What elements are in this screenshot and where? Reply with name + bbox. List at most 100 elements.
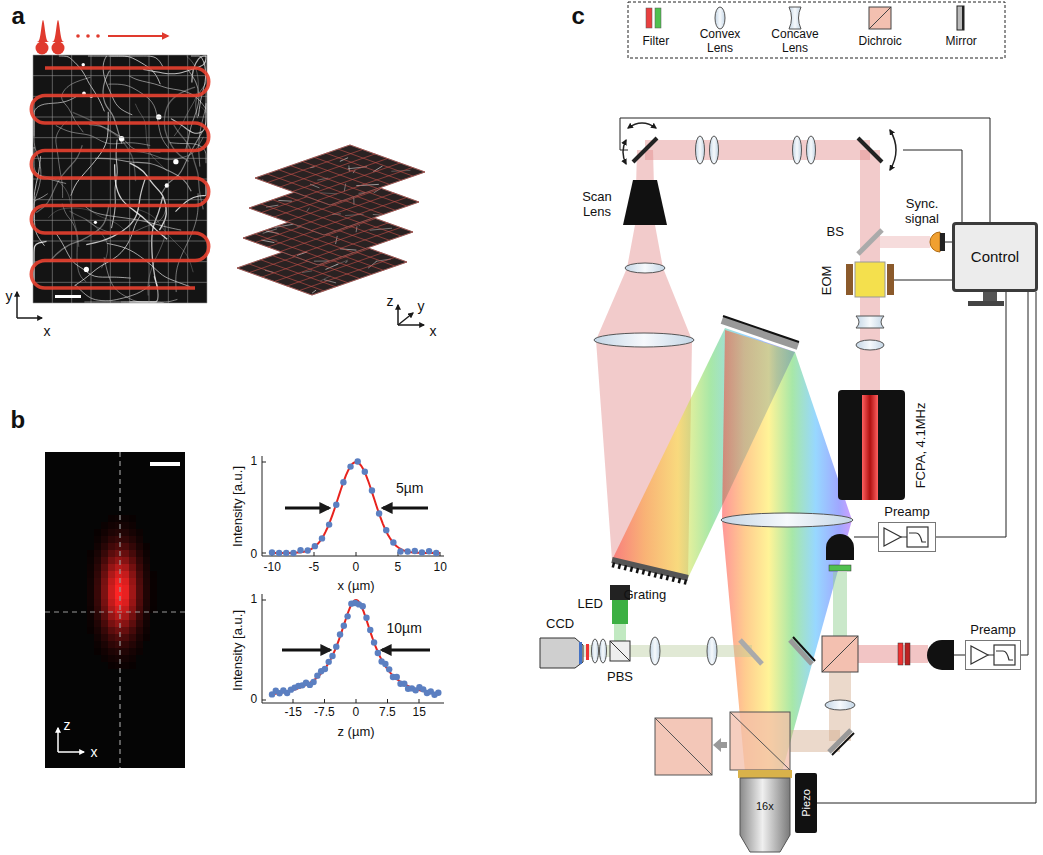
laser-source: [838, 390, 905, 500]
psf-pixel: [150, 592, 157, 599]
grating-groove: [655, 572, 656, 577]
axis-arrow: [16, 292, 18, 318]
data-point: [276, 550, 282, 556]
psf-pixel: [129, 592, 136, 599]
mirror: [790, 640, 812, 664]
psf-pixel: [108, 662, 115, 669]
psf-pixel: [136, 578, 143, 585]
signal-wire: [817, 292, 1036, 803]
psf-pixel: [108, 620, 115, 627]
neurite: [345, 261, 347, 263]
photodetector: [927, 640, 954, 670]
psf-pixel: [136, 592, 143, 599]
psf-pixel: [143, 634, 150, 641]
data-point: [386, 666, 392, 672]
beam-splitter: [858, 230, 882, 254]
monitor-stand: [968, 301, 1004, 306]
mirror-symbol: [957, 6, 964, 30]
psf-pixel: [87, 613, 94, 620]
soma: [94, 221, 97, 224]
psf-pixel: [115, 655, 122, 662]
psf-pixel: [108, 648, 115, 655]
soma: [82, 63, 85, 66]
psf-pixel: [129, 515, 136, 522]
led: [612, 600, 628, 624]
data-point: [305, 547, 311, 553]
text-label: Sync. signal: [898, 197, 946, 227]
tick-mark: [293, 699, 294, 703]
text-label: Intensity [a.u.]: [231, 466, 246, 547]
fit-curve: [272, 462, 440, 553]
psf-pixel: [136, 529, 143, 536]
laser-beam: [880, 236, 930, 248]
psf-pixel: [136, 641, 143, 648]
eom-electrode: [846, 264, 853, 295]
grid-line: [318, 168, 413, 201]
convex-lens-symbol: [715, 7, 725, 29]
psf-pixel: [108, 529, 115, 536]
data-point: [340, 479, 346, 485]
psf-pixel: [94, 620, 101, 627]
preamp-box: Preamp: [965, 640, 1021, 670]
grid-line: [33, 220, 207, 221]
psf-pixel: [94, 585, 101, 592]
psf-pixel: [108, 655, 115, 662]
psf-pixel: [87, 564, 94, 571]
psf-pixel: [122, 522, 129, 529]
psf-pixel: [101, 550, 108, 557]
neurite: [278, 200, 292, 202]
axis-arrow: [58, 751, 84, 753]
data-point: [433, 550, 439, 556]
panel-letter: b: [11, 406, 26, 434]
galvo-mirror: [858, 138, 882, 162]
psf-pixel: [143, 592, 150, 599]
neurite: [358, 225, 360, 226]
ccd-camera: [540, 638, 583, 668]
psf-pixel: [129, 634, 136, 641]
text-label: 10: [434, 561, 447, 575]
dichroic-symbol: [869, 7, 891, 29]
text-label: z: [64, 717, 71, 733]
psf-pixel: [108, 613, 115, 620]
psf-pixel: [94, 578, 101, 585]
fwhm-arrow: [383, 507, 428, 510]
data-point: [369, 487, 375, 493]
neurite: [336, 236, 338, 244]
psf-pixel: [115, 585, 122, 592]
psf-pixel: [115, 641, 122, 648]
grating-groove: [649, 571, 650, 576]
scale-bar: [55, 295, 81, 298]
data-point: [297, 547, 303, 553]
neurite: [62, 204, 86, 282]
eom-crystal: [855, 262, 885, 297]
psf-pixel: [108, 564, 115, 571]
data-point: [376, 510, 382, 516]
raster-scan-path: [31, 68, 209, 288]
psf-pixel: [115, 613, 122, 620]
psf-pixel: [143, 557, 150, 564]
psf-pixel: [143, 599, 150, 606]
psf-pixel: [136, 585, 143, 592]
panel-a: [17, 20, 425, 325]
psf-pixel: [136, 536, 143, 543]
psf-pixel: [129, 529, 136, 536]
data-point: [333, 502, 339, 508]
data-point: [326, 521, 332, 527]
text-label: BS: [827, 225, 844, 240]
psf-pixel: [87, 578, 94, 585]
convex-lens: [696, 136, 705, 164]
psf-pixel: [129, 655, 136, 662]
filter-symbol: [996, 651, 1013, 660]
data-point: [412, 548, 418, 554]
psf-pixel: [122, 655, 129, 662]
profile-line: [45, 611, 185, 612]
data-point: [322, 666, 328, 672]
grid-line: [33, 303, 207, 304]
psf-pixel: [129, 641, 136, 648]
text-label: 5: [395, 561, 402, 575]
psf-pixel: [94, 536, 101, 543]
signal-wire: [854, 537, 878, 538]
psf-pixel: [108, 557, 115, 564]
neurite: [161, 132, 202, 195]
